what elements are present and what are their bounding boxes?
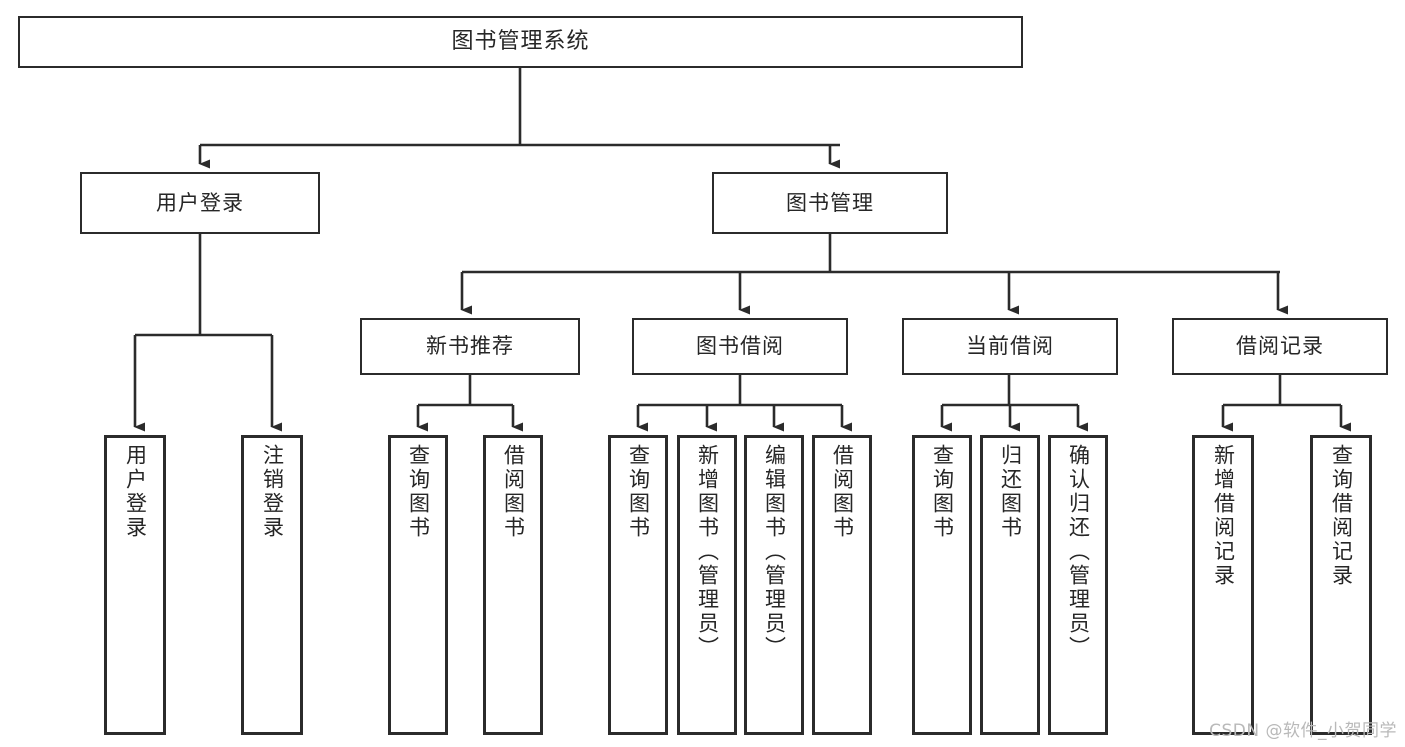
- node-label: 编辑图书（管理员）: [762, 444, 787, 660]
- node-leaf-add-record[interactable]: 新增借阅记录: [1192, 435, 1254, 735]
- node-label: 借阅图书: [830, 444, 855, 540]
- node-label: 新书推荐: [426, 334, 514, 359]
- node-label: 查询图书: [406, 444, 431, 540]
- node-root-system[interactable]: 图书管理系统: [18, 16, 1023, 68]
- node-label: 借阅记录: [1236, 334, 1324, 359]
- node-label: 新增图书（管理员）: [695, 444, 720, 660]
- node-leaf-return-book[interactable]: 归还图书: [980, 435, 1040, 735]
- node-leaf-query-book-3[interactable]: 查询图书: [912, 435, 972, 735]
- node-leaf-query-book-1[interactable]: 查询图书: [388, 435, 448, 735]
- node-label: 当前借阅: [966, 334, 1054, 359]
- node-label: 查询图书: [626, 444, 651, 540]
- node-label: 注销登录: [260, 444, 285, 540]
- node-label: 用户登录: [156, 190, 244, 215]
- node-borrow-record[interactable]: 借阅记录: [1172, 318, 1388, 375]
- node-leaf-edit-book[interactable]: 编辑图书（管理员）: [744, 435, 804, 735]
- node-user-login[interactable]: 用户登录: [80, 172, 320, 234]
- node-label: 借阅图书: [501, 444, 526, 540]
- node-book-borrow[interactable]: 图书借阅: [632, 318, 848, 375]
- node-leaf-query-book-2[interactable]: 查询图书: [608, 435, 668, 735]
- node-leaf-add-book[interactable]: 新增图书（管理员）: [677, 435, 737, 735]
- node-label: 确认归还（管理员）: [1066, 444, 1091, 660]
- node-label: 图书借阅: [696, 334, 784, 359]
- node-label: 用户登录: [123, 444, 148, 540]
- node-leaf-confirm-return[interactable]: 确认归还（管理员）: [1048, 435, 1108, 735]
- node-leaf-query-record[interactable]: 查询借阅记录: [1310, 435, 1372, 735]
- node-book-manage[interactable]: 图书管理: [712, 172, 948, 234]
- node-leaf-borrow-book-1[interactable]: 借阅图书: [483, 435, 543, 735]
- node-current-borrow[interactable]: 当前借阅: [902, 318, 1118, 375]
- watermark-text: CSDN @软件_小贺同学: [1209, 721, 1397, 741]
- node-label: 查询借阅记录: [1329, 444, 1354, 588]
- node-leaf-user-login[interactable]: 用户登录: [104, 435, 166, 735]
- node-label: 归还图书: [998, 444, 1023, 540]
- node-label: 新增借阅记录: [1211, 444, 1236, 588]
- node-label: 图书管理: [786, 190, 874, 215]
- node-leaf-borrow-book-2[interactable]: 借阅图书: [812, 435, 872, 735]
- node-label: 图书管理系统: [451, 29, 590, 55]
- node-new-book-recommend[interactable]: 新书推荐: [360, 318, 580, 375]
- node-leaf-user-logout[interactable]: 注销登录: [241, 435, 303, 735]
- node-label: 查询图书: [930, 444, 955, 540]
